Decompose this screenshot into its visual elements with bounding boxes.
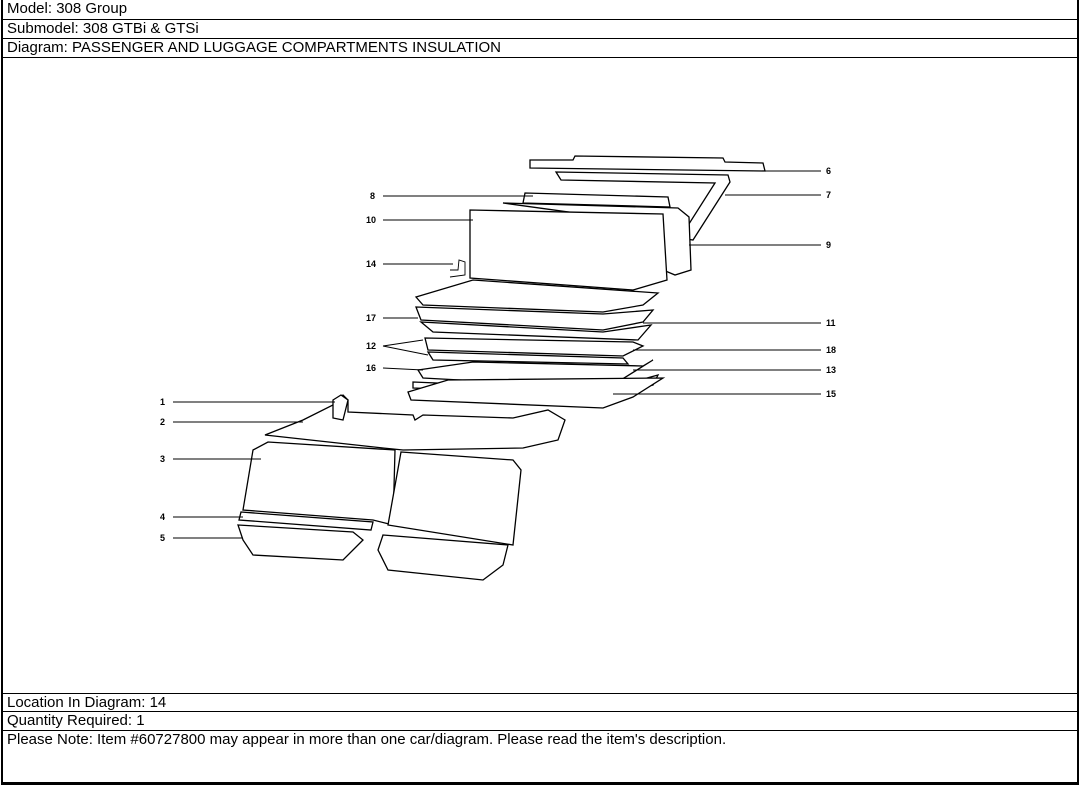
callout-11: 11 xyxy=(826,318,836,328)
leader-lines xyxy=(173,170,821,539)
callout-4: 4 xyxy=(160,512,165,522)
part-10 xyxy=(469,209,668,291)
callout-17: 17 xyxy=(366,313,376,323)
submodel-label: Submodel: 308 GTBi & GTSi xyxy=(1,20,1079,39)
callout-15: 15 xyxy=(826,389,836,399)
exploded-view-drawing: 6 7 8 10 9 14 17 11 12 18 16 13 15 1 2 3… xyxy=(160,155,836,581)
part-3-left xyxy=(242,441,396,526)
part-5-right xyxy=(377,534,509,581)
callout-14: 14 xyxy=(366,259,376,269)
part-14 xyxy=(449,259,466,278)
callout-9: 9 xyxy=(826,240,831,250)
callout-2: 2 xyxy=(160,417,165,427)
callout-1: 1 xyxy=(160,397,165,407)
part-12b xyxy=(426,351,630,365)
part-17 xyxy=(414,279,660,313)
parts-diagram: 6 7 8 10 9 14 17 11 12 18 16 13 15 1 2 3… xyxy=(3,58,1077,693)
callout-18: 18 xyxy=(826,345,836,355)
part-5-left xyxy=(237,524,364,561)
callout-3: 3 xyxy=(160,454,165,464)
callout-7: 7 xyxy=(826,190,831,200)
callout-5: 5 xyxy=(160,533,165,543)
part-18 xyxy=(424,337,645,357)
part-8 xyxy=(522,192,671,208)
callout-8: 8 xyxy=(370,191,375,201)
model-label: Model: 308 Group xyxy=(1,0,1079,20)
callout-6: 6 xyxy=(826,166,831,176)
item-note: Please Note: Item #60727800 may appear i… xyxy=(1,731,1079,785)
callout-10: 10 xyxy=(366,215,376,225)
part-12 xyxy=(419,321,653,341)
location-in-diagram: Location In Diagram: 14 xyxy=(1,693,1079,712)
quantity-required: Quantity Required: 1 xyxy=(1,712,1079,731)
diagram-title: Diagram: PASSENGER AND LUGGAGE COMPARTME… xyxy=(1,39,1079,58)
callout-13: 13 xyxy=(826,365,836,375)
callout-12: 12 xyxy=(366,341,376,351)
callout-16: 16 xyxy=(366,363,376,373)
part-15 xyxy=(407,377,666,409)
part-1 xyxy=(332,394,349,421)
part-11 xyxy=(415,306,655,331)
part-3-right xyxy=(387,451,522,546)
part-6 xyxy=(529,155,766,172)
